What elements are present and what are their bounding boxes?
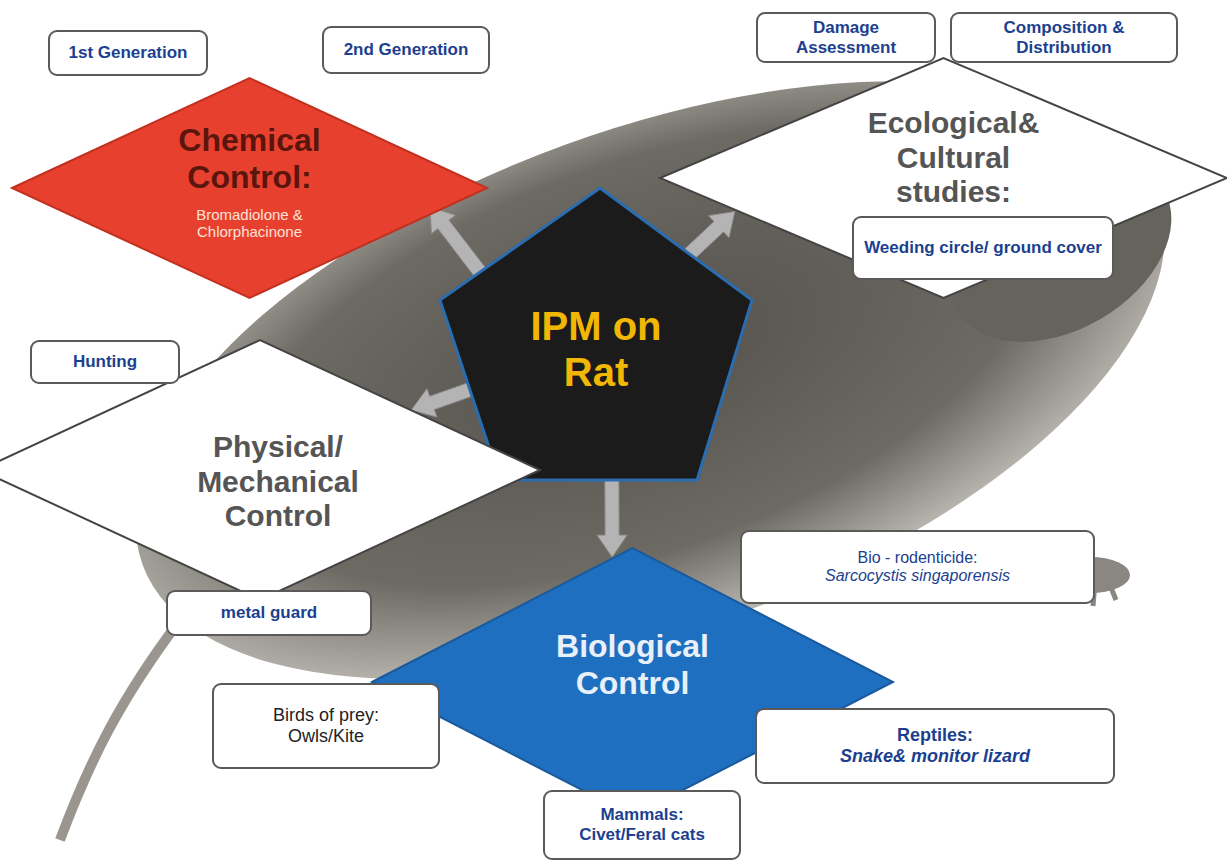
node-text: Hunting <box>73 352 137 372</box>
node-text: Snake& monitor lizard <box>840 746 1030 767</box>
method-box: metal guard <box>166 590 372 636</box>
node-text: Damage Assessment <box>766 18 926 57</box>
shape-text-area: Chemical Control: Bromadiolone & Chlorpha… <box>12 78 487 298</box>
node-text: Biological Control <box>533 628 733 702</box>
cultural-box: Weeding circle/ ground cover <box>852 216 1114 280</box>
node-text: Composition & Distribution <box>960 18 1168 57</box>
block-arrow <box>430 207 486 277</box>
node-text: Chemical Control: <box>150 122 350 196</box>
node-text: Ecological& Cultural studies: <box>849 106 1059 210</box>
chemical-diamond: Chemical Control: Bromadiolone & Chlorpha… <box>12 78 487 298</box>
node-text: Physical/ Mechanical Control <box>173 430 383 534</box>
node-text: Sarcocystis singaporensis <box>825 567 1010 585</box>
agent-box: Reptiles:Snake& monitor lizard <box>755 708 1115 784</box>
generation-box: 1st Generation <box>48 30 208 76</box>
node-text: Bromadiolone & Chlorphacinone <box>175 206 325 241</box>
node-text: Mammals: <box>600 805 683 825</box>
method-box: Hunting <box>30 340 180 384</box>
generation-box: 2nd Generation <box>322 26 490 74</box>
shape-fill <box>12 78 487 298</box>
shape-fill <box>440 188 752 480</box>
node-text: metal guard <box>221 603 317 623</box>
shape-fill <box>0 340 540 600</box>
node-text: Owls/Kite <box>288 726 364 747</box>
study-box: Damage Assessment <box>756 12 936 63</box>
study-box: Composition & Distribution <box>950 12 1178 63</box>
node-text: Reptiles: <box>897 725 973 746</box>
block-arrow <box>597 480 627 557</box>
node-text: Civet/Feral cats <box>579 825 705 845</box>
node-text: IPM on Rat <box>511 303 681 395</box>
node-text: Bio - rodenticide: <box>857 549 977 567</box>
shape-text-area: IPM on Rat <box>440 188 752 480</box>
block-arrow <box>411 383 472 417</box>
node-text: 2nd Generation <box>344 40 469 60</box>
ipm-pentagon: IPM on Rat <box>440 188 752 480</box>
node-text: Weeding circle/ ground cover <box>864 238 1102 258</box>
agent-box: Bio - rodenticide:Sarcocystis singaporen… <box>740 530 1095 604</box>
agent-box: Birds of prey:Owls/Kite <box>212 683 440 769</box>
agent-box: Mammals:Civet/Feral cats <box>543 790 741 860</box>
node-text: 1st Generation <box>68 43 187 63</box>
node-text: Birds of prey: <box>273 705 379 726</box>
shape-fill <box>660 58 1227 298</box>
block-arrow <box>685 212 735 260</box>
